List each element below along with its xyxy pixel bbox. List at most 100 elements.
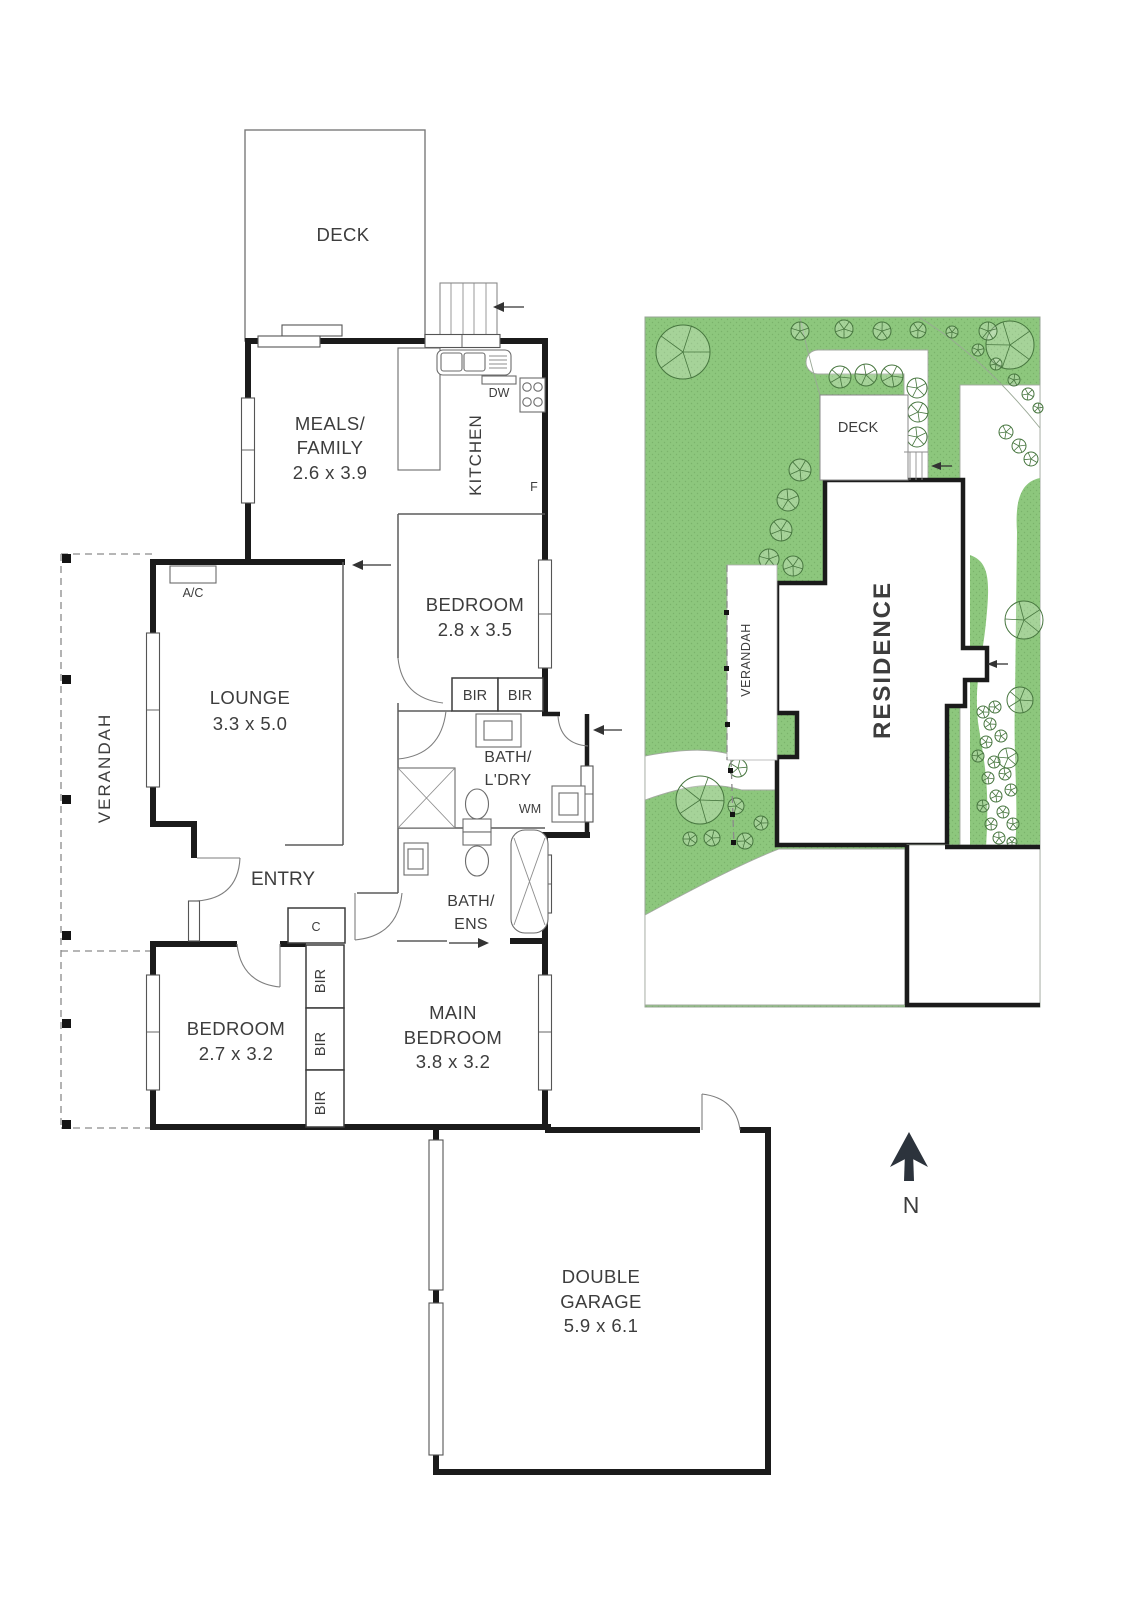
- tree-icon: [989, 357, 1003, 371]
- site-verandah-dashed-extension: [730, 759, 735, 847]
- tree-icon: [1006, 686, 1034, 714]
- site-deck-label: DECK: [838, 420, 879, 436]
- main-bedroom-dims: 3.8 x 3.2: [416, 1051, 491, 1072]
- entry-sidelight: [187, 900, 201, 942]
- tree-icon: [682, 831, 698, 847]
- tree-icon: [998, 424, 1014, 440]
- doors: [196, 657, 589, 988]
- tree-icon: [985, 320, 1035, 370]
- tree-icon: [1004, 600, 1044, 640]
- tree-icon: [971, 343, 985, 357]
- tree-icon: [872, 321, 892, 341]
- c-closet-label: C: [311, 920, 320, 934]
- bath-laundry-label-2: L'DRY: [485, 772, 532, 789]
- toilet-ensuite: [462, 831, 492, 877]
- tree-icon: [828, 365, 852, 389]
- site-corner-bed-line: [919, 317, 1041, 429]
- fridge-label: F: [530, 480, 538, 494]
- garage-panel-door-1: [428, 1139, 444, 1291]
- bathtub: [510, 829, 549, 934]
- bedroom2-label: BEDROOM: [187, 1018, 285, 1039]
- stove: [519, 377, 546, 413]
- bir2-label: BIR: [508, 688, 532, 704]
- dishwasher: [481, 375, 517, 385]
- tree-icon: [736, 832, 754, 850]
- tree-icon: [880, 364, 904, 388]
- shower: [397, 767, 456, 829]
- tree-icon: [1023, 451, 1039, 467]
- bir-closet-2: [497, 677, 544, 712]
- tree-icon: [906, 377, 928, 399]
- deck-stairs: [439, 282, 498, 339]
- kitchen-sink: [436, 349, 512, 376]
- tree-icon: [976, 705, 990, 719]
- window-lounge: [145, 632, 161, 788]
- bir-closet-1: [451, 677, 499, 712]
- bath-ens-label-2: ENS: [454, 916, 488, 933]
- tree-icon: [753, 815, 769, 831]
- tree-icon: [1006, 817, 1020, 831]
- tree-icon: [945, 325, 959, 339]
- vanity-ensuite: [403, 842, 429, 876]
- site-residence-label: RESIDENCE: [869, 581, 896, 739]
- lounge-dims: 3.3 x 5.0: [213, 713, 288, 734]
- bir4-label: BIR: [313, 1032, 329, 1056]
- tree-icon: [979, 735, 993, 749]
- kitchen-label: KITCHEN: [466, 414, 485, 496]
- tree-icon: [655, 324, 711, 380]
- site-stairs-arrow-head: [931, 462, 941, 470]
- window-meals: [240, 397, 256, 504]
- bedroom1-label: BEDROOM: [426, 594, 524, 615]
- tree-icon: [727, 797, 745, 815]
- bir1-label: BIR: [463, 688, 487, 704]
- verandah-label: VERANDAH: [95, 713, 114, 823]
- meals-label-2: FAMILY: [297, 437, 364, 458]
- dishwasher-label: DW: [489, 386, 510, 400]
- site-left-garden-strip: [970, 555, 989, 848]
- site-driveway: [644, 848, 906, 1006]
- tree-icon: [978, 321, 998, 341]
- bath-ens-label-1: BATH/: [447, 893, 495, 910]
- north-arrow-icon: [890, 1132, 928, 1167]
- meals-label-1: MEALS/: [295, 413, 366, 434]
- window-bedroom2: [145, 974, 161, 1091]
- tree-icon: [989, 789, 1003, 803]
- site-trees: [655, 319, 1044, 850]
- tree-icon: [1004, 783, 1018, 797]
- tree-icon: [998, 767, 1012, 781]
- site-verandah: [726, 564, 778, 761]
- ac-label: A/C: [183, 586, 204, 600]
- tree-icon: [983, 717, 997, 731]
- toilet-laundry: [462, 788, 492, 833]
- tree-icon: [1006, 836, 1018, 848]
- meals-dims: 2.6 x 3.9: [293, 462, 368, 483]
- bath-laundry-label-1: BATH/: [484, 749, 532, 766]
- tree-icon: [987, 755, 1001, 769]
- tree-icon: [782, 555, 804, 577]
- window-kitchen: [424, 333, 501, 349]
- bir-closet-4: [305, 1007, 345, 1071]
- north-arrow-shaft: [904, 1152, 914, 1181]
- garage-door-arc: [701, 1093, 741, 1131]
- main-bedroom-label-2: BEDROOM: [404, 1027, 502, 1048]
- main-floor-plan: DECK MEALS/ FAMILY 2.6 x 3.9 KITCHEN DW …: [60, 129, 771, 1475]
- tree-icon: [994, 729, 1008, 743]
- deck-stairs-arrow-head: [493, 302, 504, 312]
- verandah-outline: [60, 553, 155, 1129]
- tree-icon: [988, 700, 1002, 714]
- tree-icon: [788, 458, 812, 482]
- window-bedroom1: [537, 559, 553, 669]
- site-verandah-label: VERANDAH: [739, 623, 753, 696]
- tree-icon: [790, 321, 810, 341]
- tree-icon: [854, 363, 878, 387]
- washing-machine: [551, 785, 586, 823]
- garage-label-2: GARAGE: [560, 1291, 642, 1312]
- north-label: N: [903, 1192, 920, 1218]
- deck-outline: [244, 129, 426, 342]
- site-entry-arrow-head: [987, 660, 997, 668]
- tree-icon: [976, 799, 990, 813]
- tree-icon: [992, 831, 1006, 845]
- wm-label: WM: [519, 802, 541, 816]
